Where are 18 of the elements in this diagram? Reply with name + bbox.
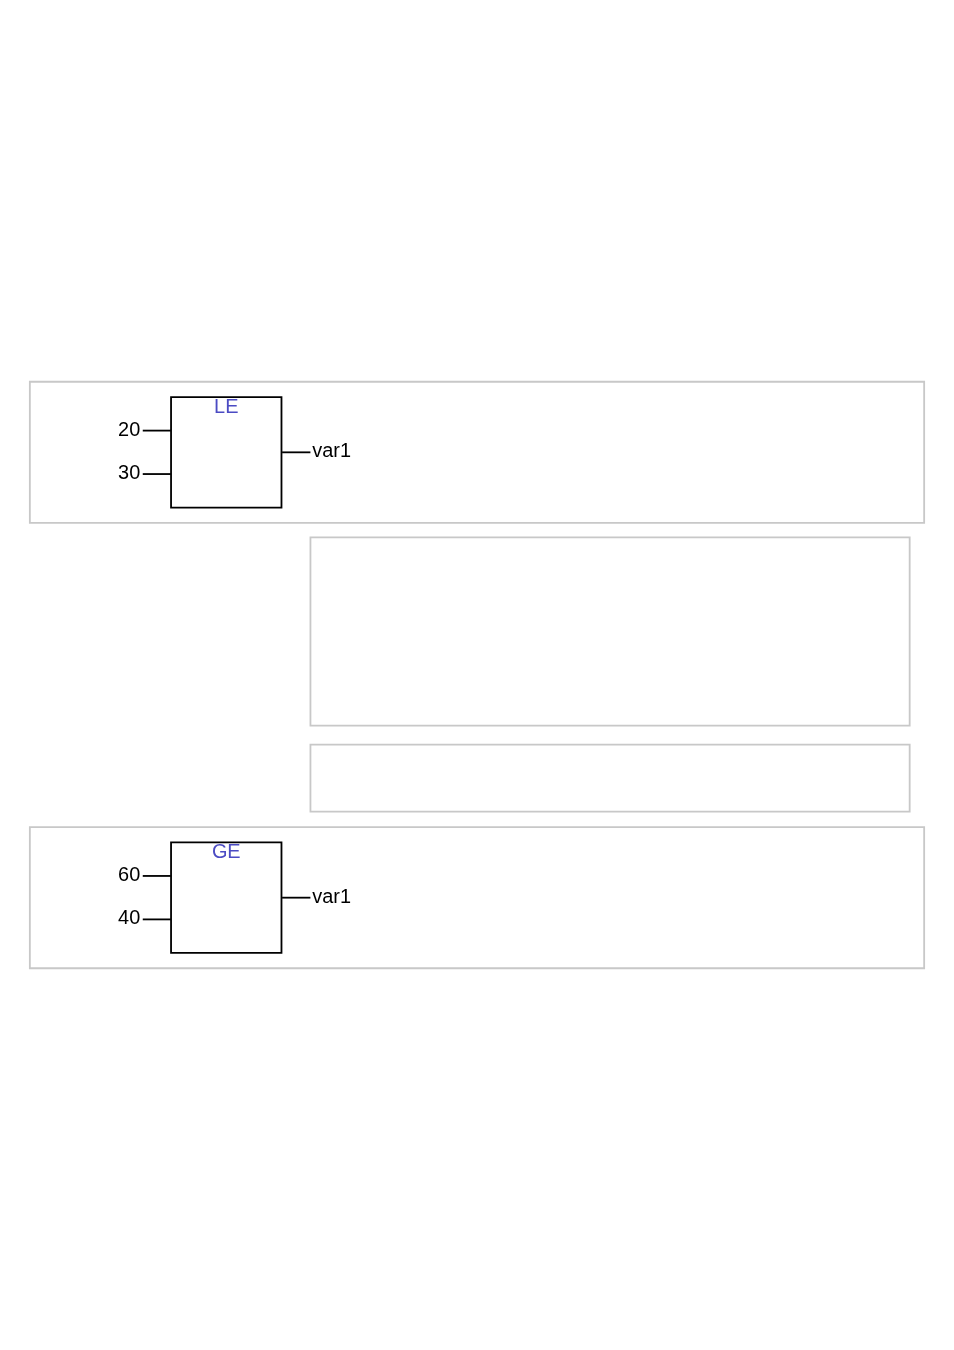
node-text: 30 (118, 461, 141, 484)
connector (141, 875, 172, 877)
connector (281, 451, 312, 454)
node-text: var1 (312, 884, 351, 907)
cluster (28, 826, 926, 970)
connector (281, 896, 312, 899)
cluster (28, 380, 926, 524)
node-text: 60 (118, 863, 141, 886)
node-box (309, 536, 911, 727)
connector (141, 429, 172, 432)
connector (141, 473, 172, 475)
connector (141, 918, 172, 921)
node-box: LE (170, 396, 283, 509)
node-text: 20 (118, 417, 141, 440)
node-box: GE (170, 841, 283, 954)
node-text: var1 (312, 439, 351, 462)
node-text: 40 (118, 906, 141, 929)
node-box (309, 743, 911, 813)
